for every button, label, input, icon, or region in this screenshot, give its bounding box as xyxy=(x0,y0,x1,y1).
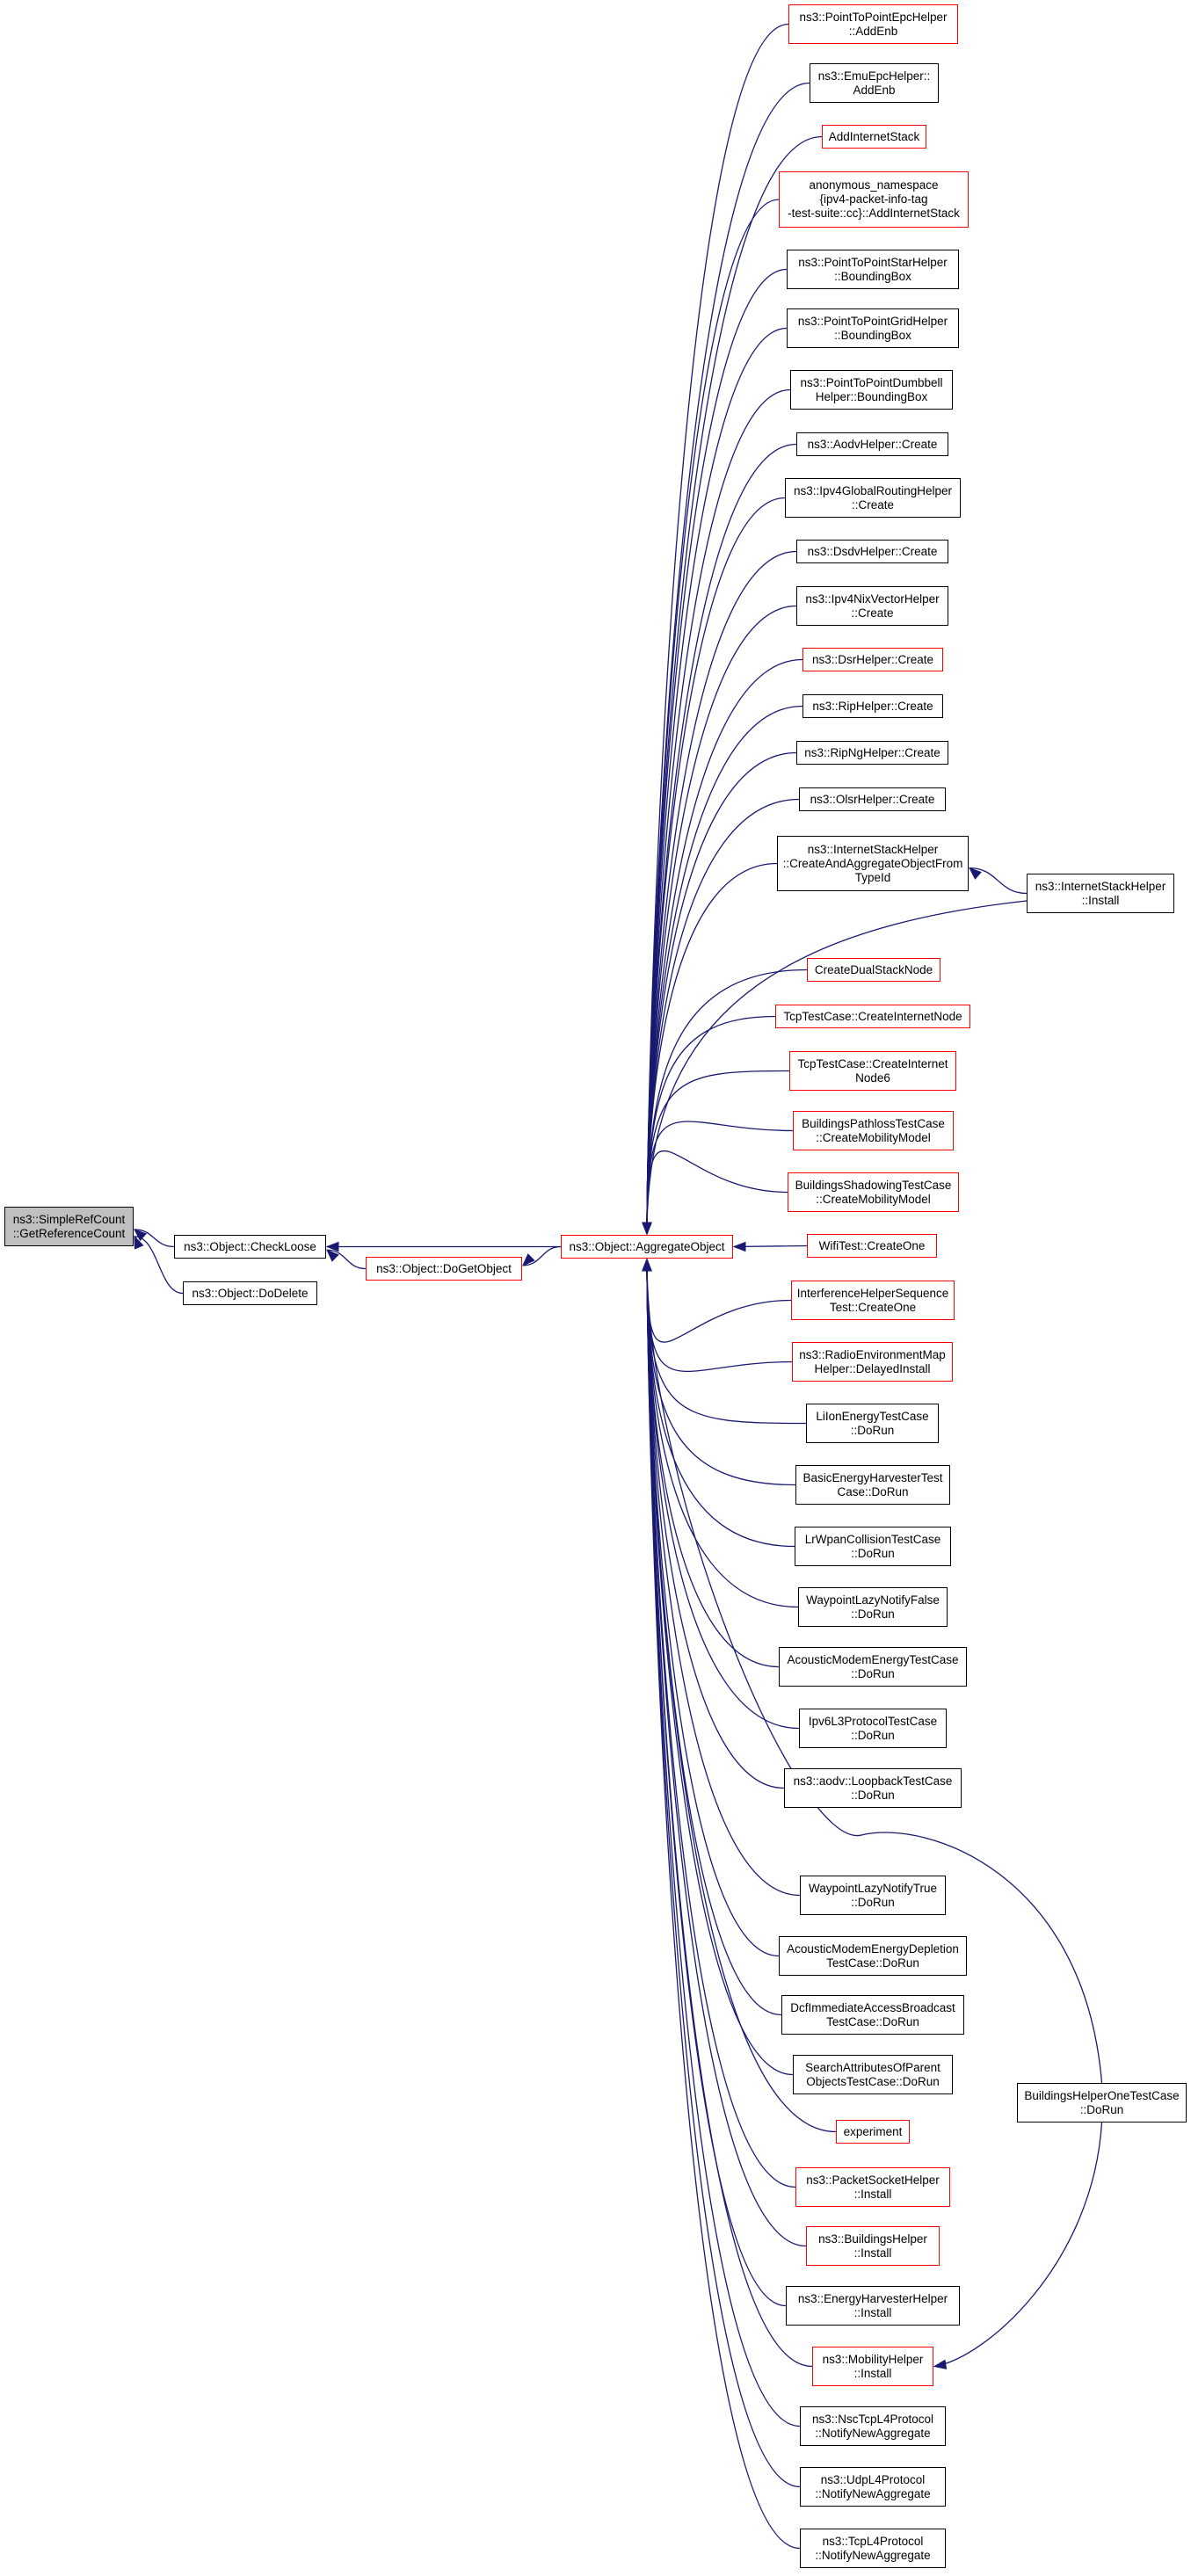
node-internetstackhelper-createandaggregateobjectfromtypeid[interactable]: ns3::InternetStackHelper ::CreateAndAggr… xyxy=(777,836,969,891)
edge-aggregate-to-dogetobject xyxy=(522,1245,562,1266)
edge-checkloose-to-getrefcount xyxy=(134,1229,175,1248)
node-buildingspathlosstestcase-createmobilitymodel[interactable]: BuildingsPathlossTestCase ::CreateMobili… xyxy=(793,1111,954,1150)
edge-createaggregate-to-aggregate xyxy=(646,862,778,1235)
node-ripnghelper-create[interactable]: ns3::RipNgHelper::Create xyxy=(796,741,948,765)
node-tcptestcase-createinternetnode[interactable]: TcpTestCase::CreateInternetNode xyxy=(775,1005,970,1028)
edge-buildingsone-to-mobilityinstall xyxy=(933,2122,1103,2368)
edge-interference-to-aggregate xyxy=(646,1259,792,1343)
node-aodvhelper-create[interactable]: ns3::AodvHelper::Create xyxy=(796,432,948,456)
node-energyharvesterhelper-install[interactable]: ns3::EnergyHarvesterHelper ::Install xyxy=(786,2286,960,2326)
node-radioenvironmentmaphelper-delayedinstall[interactable]: ns3::RadioEnvironmentMap Helper::Delayed… xyxy=(792,1342,953,1382)
node-acousticmodemenergytestcase-dorun[interactable]: AcousticModemEnergyTestCase ::DoRun xyxy=(779,1647,967,1687)
node-tcpl4protocol-notifynewaggregate[interactable]: ns3::TcpL4Protocol ::NotifyNewAggregate xyxy=(800,2529,946,2568)
edge-dogetobject-to-checkloose-arrowhead xyxy=(325,1249,339,1262)
edge-wifitest-to-aggregate xyxy=(733,1244,808,1248)
node-basicenergyharvestertestcase-dorun[interactable]: BasicEnergyHarvesterTest Case::DoRun xyxy=(795,1465,950,1505)
node-buildingsshadowingtestcase-createmobilitymodel[interactable]: BuildingsShadowingTestCase ::CreateMobil… xyxy=(788,1172,959,1212)
node-liionenergytestcase-dorun[interactable]: LiIonEnergyTestCase ::DoRun xyxy=(806,1404,939,1443)
node-pointtopointgridhelper-boundingbox[interactable]: ns3::PointToPointGridHelper ::BoundingBo… xyxy=(787,308,959,348)
edge-internetinstall-to-createaggregate xyxy=(969,867,1028,895)
node-riphelper-create[interactable]: ns3::RipHelper::Create xyxy=(802,694,943,718)
edge-wifitest-to-aggregate-arrowhead xyxy=(732,1241,746,1252)
edge-dogetobject-to-checkloose xyxy=(326,1249,367,1270)
edge-p2pepc-to-aggregate xyxy=(646,23,789,1235)
node-addinternetstack[interactable]: AddInternetStack xyxy=(822,125,926,149)
node-olsrhelper-create[interactable]: ns3::OlsrHelper::Create xyxy=(799,787,946,811)
node-pointtopointepchelper-addenb[interactable]: ns3::PointToPointEpcHelper ::AddEnb xyxy=(788,4,958,44)
node-mobilityhelper-install[interactable]: ns3::MobilityHelper ::Install xyxy=(812,2347,933,2386)
node-simplerefcount-getreferencecount: ns3::SimpleRefCount ::GetReferenceCount xyxy=(4,1207,134,1246)
edge-basicenergy-to-aggregate xyxy=(646,1259,796,1486)
edge-p2pgrid-to-aggregate xyxy=(646,327,788,1235)
edge-shadowing-to-aggregate xyxy=(646,1150,788,1235)
node-lrwpancollisiontestcase-dorun[interactable]: LrWpanCollisionTestCase ::DoRun xyxy=(795,1527,951,1566)
node-object-dodelete[interactable]: ns3::Object::DoDelete xyxy=(183,1281,317,1305)
edge-p2pdumbbell-to-aggregate xyxy=(646,388,791,1235)
edge-dodelete-to-getrefcount xyxy=(134,1236,184,1295)
node-internetstackhelper-install[interactable]: ns3::InternetStackHelper ::Install xyxy=(1027,874,1174,913)
edge-dsrcreate-to-aggregate xyxy=(646,658,803,1235)
node-searchattributesofparentobjectstestcase-dorun[interactable]: SearchAttributesOfParent ObjectsTestCase… xyxy=(793,2055,953,2094)
node-interferencehelpersequencetest-createone[interactable]: InterferenceHelperSequence Test::CreateO… xyxy=(791,1281,955,1320)
node-tcptestcase-createinternetnode6[interactable]: TcpTestCase::CreateInternet Node6 xyxy=(789,1051,956,1091)
node-ipv4globalroutinghelper-create[interactable]: ns3::Ipv4GlobalRoutingHelper ::Create xyxy=(785,478,961,518)
node-dcfimmediateaccessbroadcasttestcase-dorun[interactable]: DcfImmediateAccessBroadcast TestCase::Do… xyxy=(781,1995,964,2035)
node-waypointlazynotifyfalse-dorun[interactable]: WaypointLazyNotifyFalse ::DoRun xyxy=(798,1587,948,1627)
edge-internetinstall-to-createaggregate-arrowhead xyxy=(968,867,982,880)
node-buildingshelper-install[interactable]: ns3::BuildingsHelper ::Install xyxy=(806,2226,940,2266)
node-ipv4nixvectorhelper-create[interactable]: ns3::Ipv4NixVectorHelper ::Create xyxy=(796,586,948,626)
node-aodv-loopbacktestcase-dorun[interactable]: ns3::aodv::LoopbackTestCase ::DoRun xyxy=(784,1768,962,1808)
node-wifitest-createone[interactable]: WifiTest::CreateOne xyxy=(807,1234,937,1258)
node-ipv6l3protocoltestcase-dorun[interactable]: Ipv6L3ProtocolTestCase ::DoRun xyxy=(799,1709,947,1748)
node-pointtopointstarhelper-boundingbox[interactable]: ns3::PointToPointStarHelper ::BoundingBo… xyxy=(787,250,959,289)
edge-dodelete-to-getrefcount-arrowhead xyxy=(134,1235,144,1250)
node-buildingshelperonetestcase-dorun[interactable]: BuildingsHelperOneTestCase ::DoRun xyxy=(1017,2083,1187,2122)
edge-internetinstall-to-aggregate xyxy=(646,900,1028,1235)
edge-aggregate-to-checkloose-arrowhead xyxy=(325,1241,339,1252)
node-emuepchelper-addenb[interactable]: ns3::EmuEpcHelper:: AddEnb xyxy=(810,63,939,103)
node-udpl4protocol-notifynewaggregate[interactable]: ns3::UdpL4Protocol ::NotifyNewAggregate xyxy=(800,2467,946,2507)
node-packetsockethelper-install[interactable]: ns3::PacketSocketHelper ::Install xyxy=(795,2167,950,2207)
node-object-aggregateobject[interactable]: ns3::Object::AggregateObject xyxy=(561,1235,733,1259)
edge-searchattributes-to-aggregate xyxy=(646,1259,794,2076)
node-pointtopointdumbbellhelper-boundingbox[interactable]: ns3::PointToPointDumbbell Helper::Boundi… xyxy=(790,370,953,410)
node-createdualstacknode[interactable]: CreateDualStackNode xyxy=(807,958,940,982)
edge-internetinstall-to-aggregate-arrowhead xyxy=(642,1222,652,1236)
edge-ripcreate-to-aggregate xyxy=(646,705,803,1235)
edge-buildingsone-to-mobilityinstall-arrowhead xyxy=(933,2359,948,2369)
node-nsctcpl4protocol-notifynewaggregate[interactable]: ns3::NscTcpL4Protocol ::NotifyNewAggrega… xyxy=(800,2406,946,2446)
edge-tcpcreate6-to-aggregate xyxy=(646,1070,790,1235)
node-anonymous-namespace-addinternetstack[interactable]: anonymous_namespace {ipv4-packet-info-ta… xyxy=(779,171,969,228)
edge-buildingsone-to-aggregate-arrowhead xyxy=(642,1258,652,1272)
edge-checkloose-to-getrefcount-arrowhead xyxy=(133,1229,147,1242)
node-experiment[interactable]: experiment xyxy=(836,2120,910,2144)
edge-tcpcreate-to-aggregate xyxy=(646,1015,776,1235)
edge-buildingsone-to-aggregate xyxy=(646,1259,1103,2084)
node-waypointlazynotifytrue-dorun[interactable]: WaypointLazyNotifyTrue ::DoRun xyxy=(800,1876,946,1915)
node-object-checkloose[interactable]: ns3::Object::CheckLoose xyxy=(174,1235,326,1259)
edge-aggregate-to-dogetobject-arrowhead xyxy=(522,1253,535,1266)
edge-aodvcreate-to-aggregate xyxy=(646,443,797,1235)
node-object-dogetobject[interactable]: ns3::Object::DoGetObject xyxy=(366,1257,522,1281)
node-acousticmodemenergydepletiontestcase-dorun[interactable]: AcousticModemEnergyDepletion TestCase::D… xyxy=(779,1936,967,1976)
edge-tcpl4-to-aggregate xyxy=(646,1259,801,2550)
edge-ripngcreate-to-aggregate xyxy=(646,751,797,1235)
node-dsdvhelper-create[interactable]: ns3::DsdvHelper::Create xyxy=(796,540,948,563)
edge-dsdvcreate-to-aggregate xyxy=(646,550,797,1235)
edge-emuepc-to-aggregate xyxy=(646,82,810,1235)
node-dsrhelper-create[interactable]: ns3::DsrHelper::Create xyxy=(802,648,943,671)
